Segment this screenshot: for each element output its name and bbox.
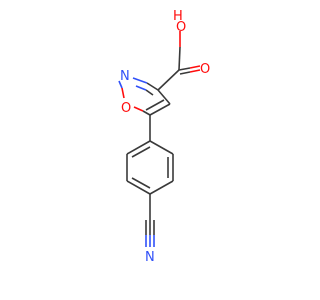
bond-c-o-double-b2	[189, 69, 201, 73]
bond-ph-1-2	[149, 140, 174, 155]
bond-o-c5-c-part	[142, 110, 151, 116]
bond-c3-cooh	[157, 69, 180, 91]
atom-label-ring-n: N	[120, 69, 130, 84]
bond-n-o-n-part	[118, 80, 123, 89]
bond-c3-n-carbon-part	[146, 82, 159, 91]
bond-c-o-double-a2	[189, 65, 201, 69]
bond-c-o-double-b1	[179, 71, 191, 75]
bond-c5-c4-inner	[145, 99, 165, 111]
bond-ph-6-1	[126, 140, 151, 155]
bond-c4-c3	[157, 89, 171, 105]
atom-label-ring-o: O	[121, 101, 131, 116]
atom-label-nitrile-n: N	[145, 250, 155, 265]
bond-ph-3-4	[149, 180, 174, 195]
atom-label-hydroxyl-o: O	[176, 20, 186, 35]
atom-label-hydroxyl-h: H	[173, 9, 183, 24]
atom-label-carbonyl-o: O	[200, 62, 210, 77]
bond-ph-6-1-inner	[131, 146, 151, 158]
bond-ph-4-5	[126, 180, 151, 195]
bond-ph-4-5-inner	[131, 177, 151, 189]
bond-c-o-double-a1	[178, 67, 191, 71]
bond-c3-n-inner	[145, 89, 154, 96]
molecule-structure: H O O N O N	[118, 9, 210, 265]
bond-c-oh-carbon-part	[178, 46, 181, 71]
bond-c3-n-nitrogen-part	[132, 77, 148, 84]
bond-c5-c4	[149, 103, 171, 116]
molecule-diagram: H O O N O N	[118, 9, 211, 265]
bond-c3-n-inner-n	[135, 85, 147, 91]
bond-o-c5-o-part	[133, 106, 144, 112]
bond-n-o-o-part	[121, 87, 125, 99]
